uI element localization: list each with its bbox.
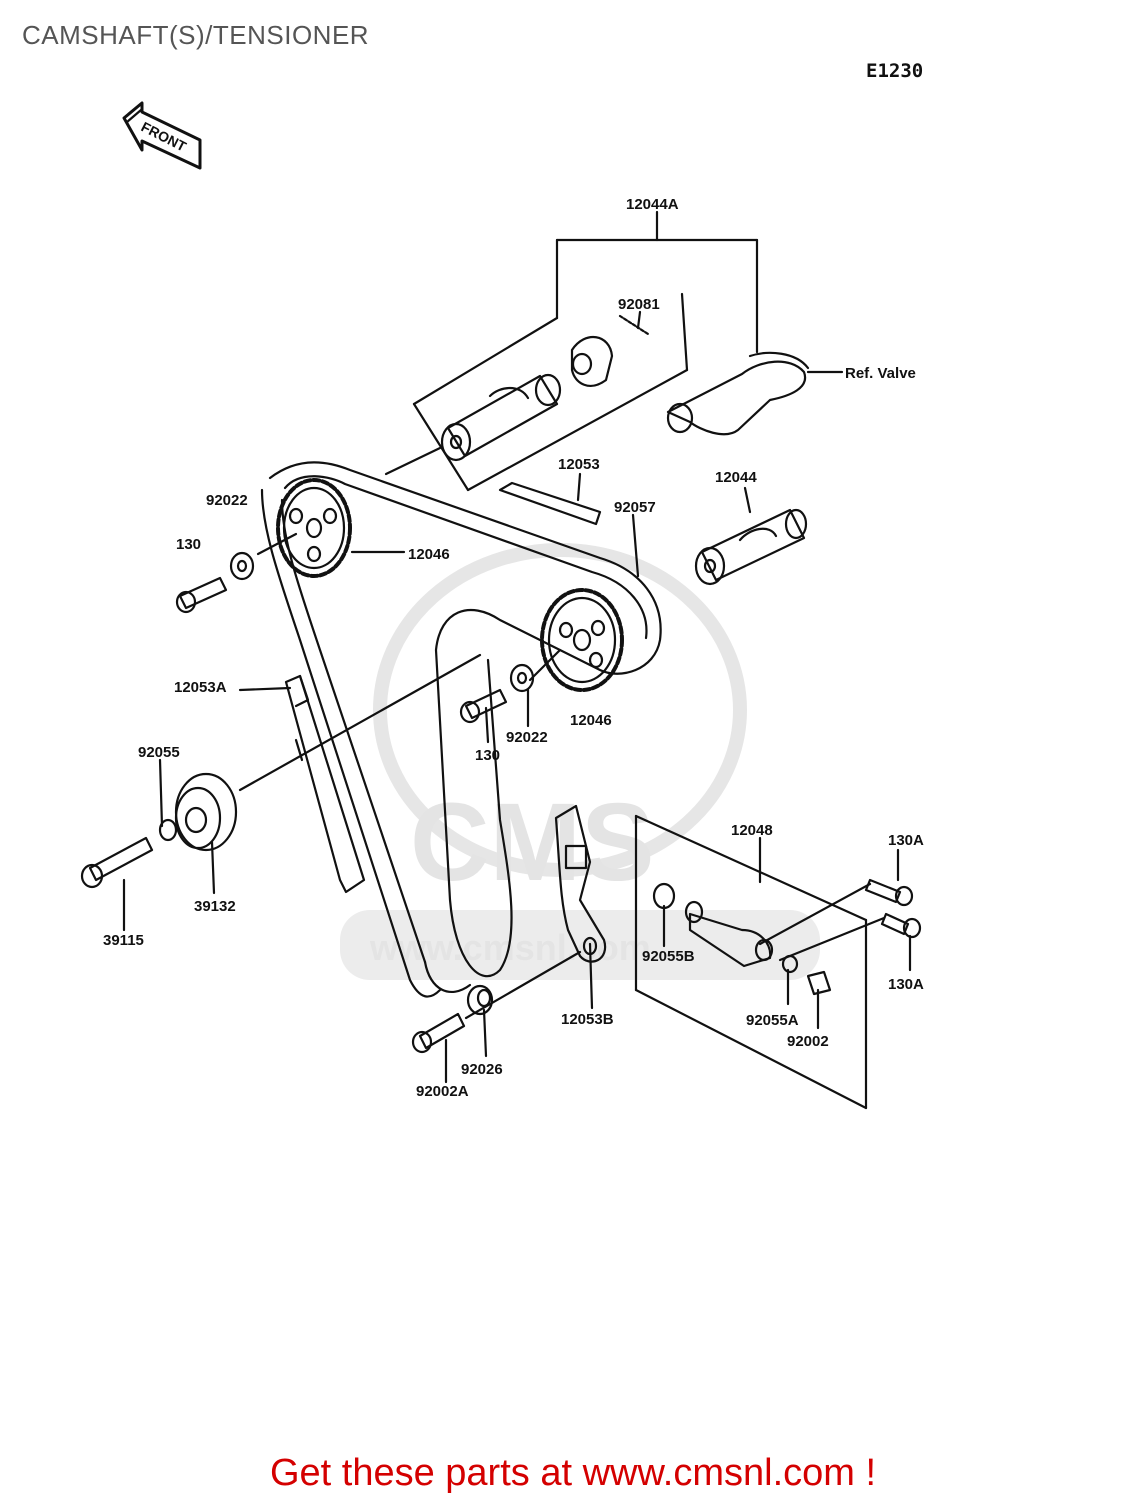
camshaft-12044 — [694, 508, 808, 586]
label-12046-mid: 12046 — [570, 712, 612, 729]
label-12048: 12048 — [731, 822, 773, 839]
label-12053: 12053 — [558, 456, 600, 473]
bolt-130A-bottom — [778, 912, 922, 962]
bolt-92002A — [411, 950, 582, 1054]
part-labels: 12044A 92081 Ref. Valve 12053 12044 9205… — [103, 196, 924, 1100]
label-39115: 39115 — [103, 932, 144, 949]
label-92081: 92081 — [618, 296, 660, 313]
sprocket-upper — [276, 478, 352, 578]
bracket-12044A — [555, 210, 759, 354]
chain-guide-12053A — [284, 674, 366, 894]
idler-39132 — [174, 772, 238, 852]
tensioner-12048 — [684, 900, 774, 968]
sprocket-lower — [540, 588, 624, 692]
watermark: CMS www.cmsnl.com — [340, 543, 820, 980]
bolt-92002 — [806, 970, 832, 996]
label-92022-mid: 92022 — [506, 729, 548, 746]
decompressor — [570, 310, 650, 387]
label-92002A: 92002A — [416, 1083, 469, 1100]
bolt-130A-top — [758, 878, 914, 946]
leader-lines — [122, 446, 912, 1084]
label-92055A: 92055A — [746, 1012, 799, 1029]
washer-top — [229, 551, 255, 581]
label-92022-top: 92022 — [206, 492, 248, 509]
front-arrow-icon — [122, 101, 202, 170]
timing-chain — [260, 461, 662, 998]
bracket-12048 — [634, 814, 868, 1110]
label-130A-bottom: 130A — [888, 976, 924, 993]
chain-guide-12053 — [498, 481, 602, 526]
footer-link-text[interactable]: Get these parts at www.cmsnl.com ! — [269, 1452, 877, 1494]
watermark-brand: CMS — [410, 781, 654, 904]
label-ref-valve: Ref. Valve — [845, 365, 916, 382]
camshaft-box — [412, 292, 689, 492]
label-130-mid: 130 — [475, 747, 500, 764]
washer-mid — [509, 663, 535, 693]
page-title: CAMSHAFT(S)/TENSIONER — [22, 20, 370, 50]
parts-diagram: CMS www.cmsnl.com — [80, 101, 924, 1110]
tensioner-guide-12053B — [554, 804, 607, 963]
label-130A-top: 130A — [888, 832, 924, 849]
label-39132: 39132 — [194, 898, 236, 915]
label-92057: 92057 — [614, 499, 656, 516]
label-92026: 92026 — [461, 1061, 503, 1078]
shaft-39115 — [80, 836, 154, 889]
collar-92026 — [466, 984, 494, 1016]
label-12053A: 12053A — [174, 679, 227, 696]
label-92055B: 92055B — [642, 948, 695, 965]
label-130-top: 130 — [176, 536, 201, 553]
camshaft-upper — [440, 373, 562, 462]
rocker-arm — [666, 351, 844, 436]
label-12044A: 12044A — [626, 196, 679, 213]
oring-92055B — [652, 882, 676, 910]
label-12046-top: 12046 — [408, 546, 450, 563]
label-92055: 92055 — [138, 744, 180, 761]
oring-92055 — [158, 818, 178, 842]
label-92002: 92002 — [787, 1033, 829, 1050]
label-12044: 12044 — [715, 469, 757, 486]
bolt-130-top — [175, 576, 228, 614]
label-12053B: 12053B — [561, 1011, 614, 1028]
diagram-code: E1230 — [866, 60, 924, 82]
bolt-130-mid — [459, 688, 508, 724]
